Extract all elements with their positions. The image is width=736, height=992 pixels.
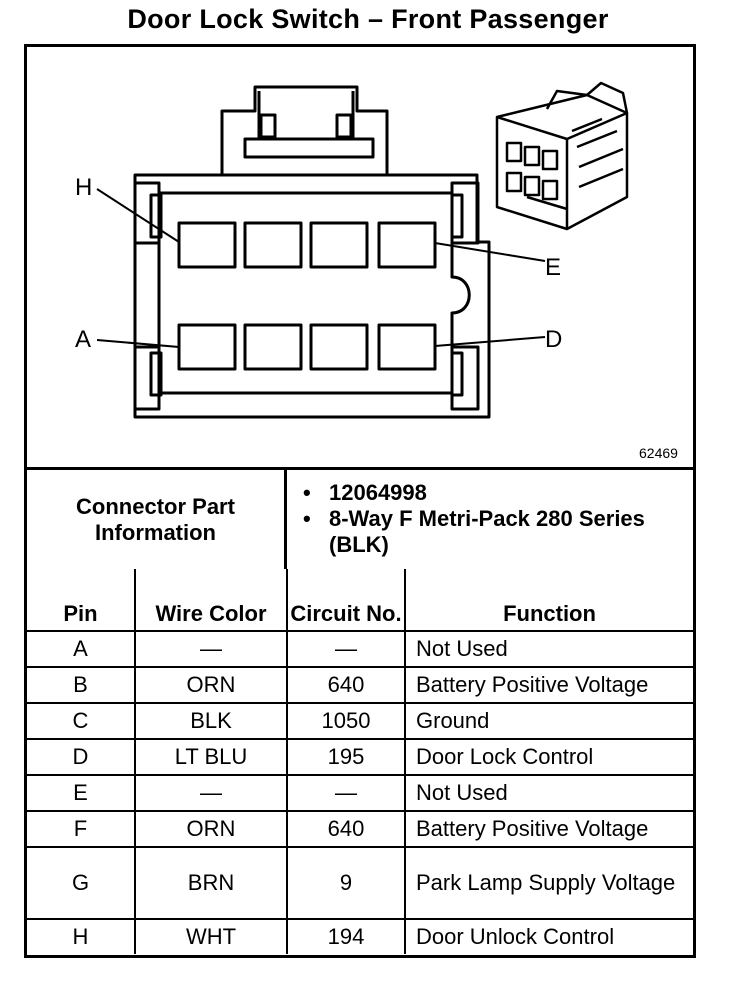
cell-circuit: 1050 (286, 702, 406, 740)
connector-info-item: 8-Way F Metri-Pack 280 Series (BLK) (329, 506, 645, 557)
label-d: D (545, 326, 562, 353)
cell-wire: LT BLU (134, 738, 288, 776)
bullet-icon: • (303, 480, 311, 505)
label-h: H (75, 174, 92, 201)
cell-wire: ORN (134, 810, 288, 848)
cell-circuit: 640 (286, 666, 406, 704)
table-row: C BLK 1050 Ground (27, 702, 693, 740)
page-title: Door Lock Switch – Front Passenger (127, 4, 609, 34)
table-row: H WHT 194 Door Unlock Control (27, 918, 693, 954)
table-row: D LT BLU 195 Door Lock Control (27, 738, 693, 776)
cell-circuit: 9 (286, 846, 406, 920)
header-circuit: Circuit No. (286, 569, 406, 632)
cell-function: Not Used (404, 630, 693, 668)
table-row: F ORN 640 Battery Positive Voltage (27, 810, 693, 848)
cell-circuit: — (286, 630, 406, 668)
bullet-icon: • (303, 506, 311, 531)
cell-wire: WHT (134, 918, 288, 954)
cell-wire: — (134, 774, 288, 812)
cell-circuit: 640 (286, 810, 406, 848)
connector-info-item: 12064998 (329, 480, 427, 505)
cell-function: Park Lamp Supply Voltage (404, 846, 693, 920)
table-header-row: Pin Wire Color Circuit No. Function (27, 569, 693, 632)
cell-pin: H (27, 918, 136, 954)
connector-part-number: • 12064998 (303, 480, 693, 506)
cell-wire: BRN (134, 846, 288, 920)
cell-pin: C (27, 702, 136, 740)
cell-function: Battery Positive Voltage (404, 666, 693, 704)
cell-circuit: 195 (286, 738, 406, 776)
cell-pin: E (27, 774, 136, 812)
connector-info-row: Connector Part Information • 12064998 • … (27, 467, 693, 569)
cell-function: Ground (404, 702, 693, 740)
cell-pin: F (27, 810, 136, 848)
cell-function: Door Unlock Control (404, 918, 693, 954)
cell-function: Door Lock Control (404, 738, 693, 776)
cell-wire: BLK (134, 702, 288, 740)
table-row: A — — Not Used (27, 630, 693, 668)
table-row: B ORN 640 Battery Positive Voltage (27, 666, 693, 704)
cell-function: Battery Positive Voltage (404, 810, 693, 848)
header-function: Function (404, 569, 693, 632)
cell-pin: D (27, 738, 136, 776)
diagram-frame: H E A D 62469 Connector Part Information… (24, 44, 696, 958)
table-row: G BRN 9 Park Lamp Supply Voltage (27, 846, 693, 920)
cell-pin: G (27, 846, 136, 920)
connector-info-label: Connector Part Information (27, 470, 287, 569)
cell-circuit: — (286, 774, 406, 812)
label-a: A (75, 326, 91, 353)
cell-wire: — (134, 630, 288, 668)
cell-circuit: 194 (286, 918, 406, 954)
label-e: E (545, 254, 561, 281)
table-row: E — — Not Used (27, 774, 693, 812)
figure-number: 62469 (639, 445, 678, 461)
header-pin: Pin (27, 569, 136, 632)
cell-wire: ORN (134, 666, 288, 704)
header-wire-color: Wire Color (134, 569, 288, 632)
connector-diagram: H E A D 62469 (27, 47, 693, 467)
cell-function: Not Used (404, 774, 693, 812)
connector-type: • 8-Way F Metri-Pack 280 Series (BLK) (303, 506, 693, 558)
pin-table: Pin Wire Color Circuit No. Function A — … (27, 569, 693, 954)
connector-face-drawing: H E A D (75, 81, 629, 419)
cell-pin: A (27, 630, 136, 668)
cell-pin: B (27, 666, 136, 704)
connector-info-list: • 12064998 • 8-Way F Metri-Pack 280 Seri… (303, 480, 693, 558)
